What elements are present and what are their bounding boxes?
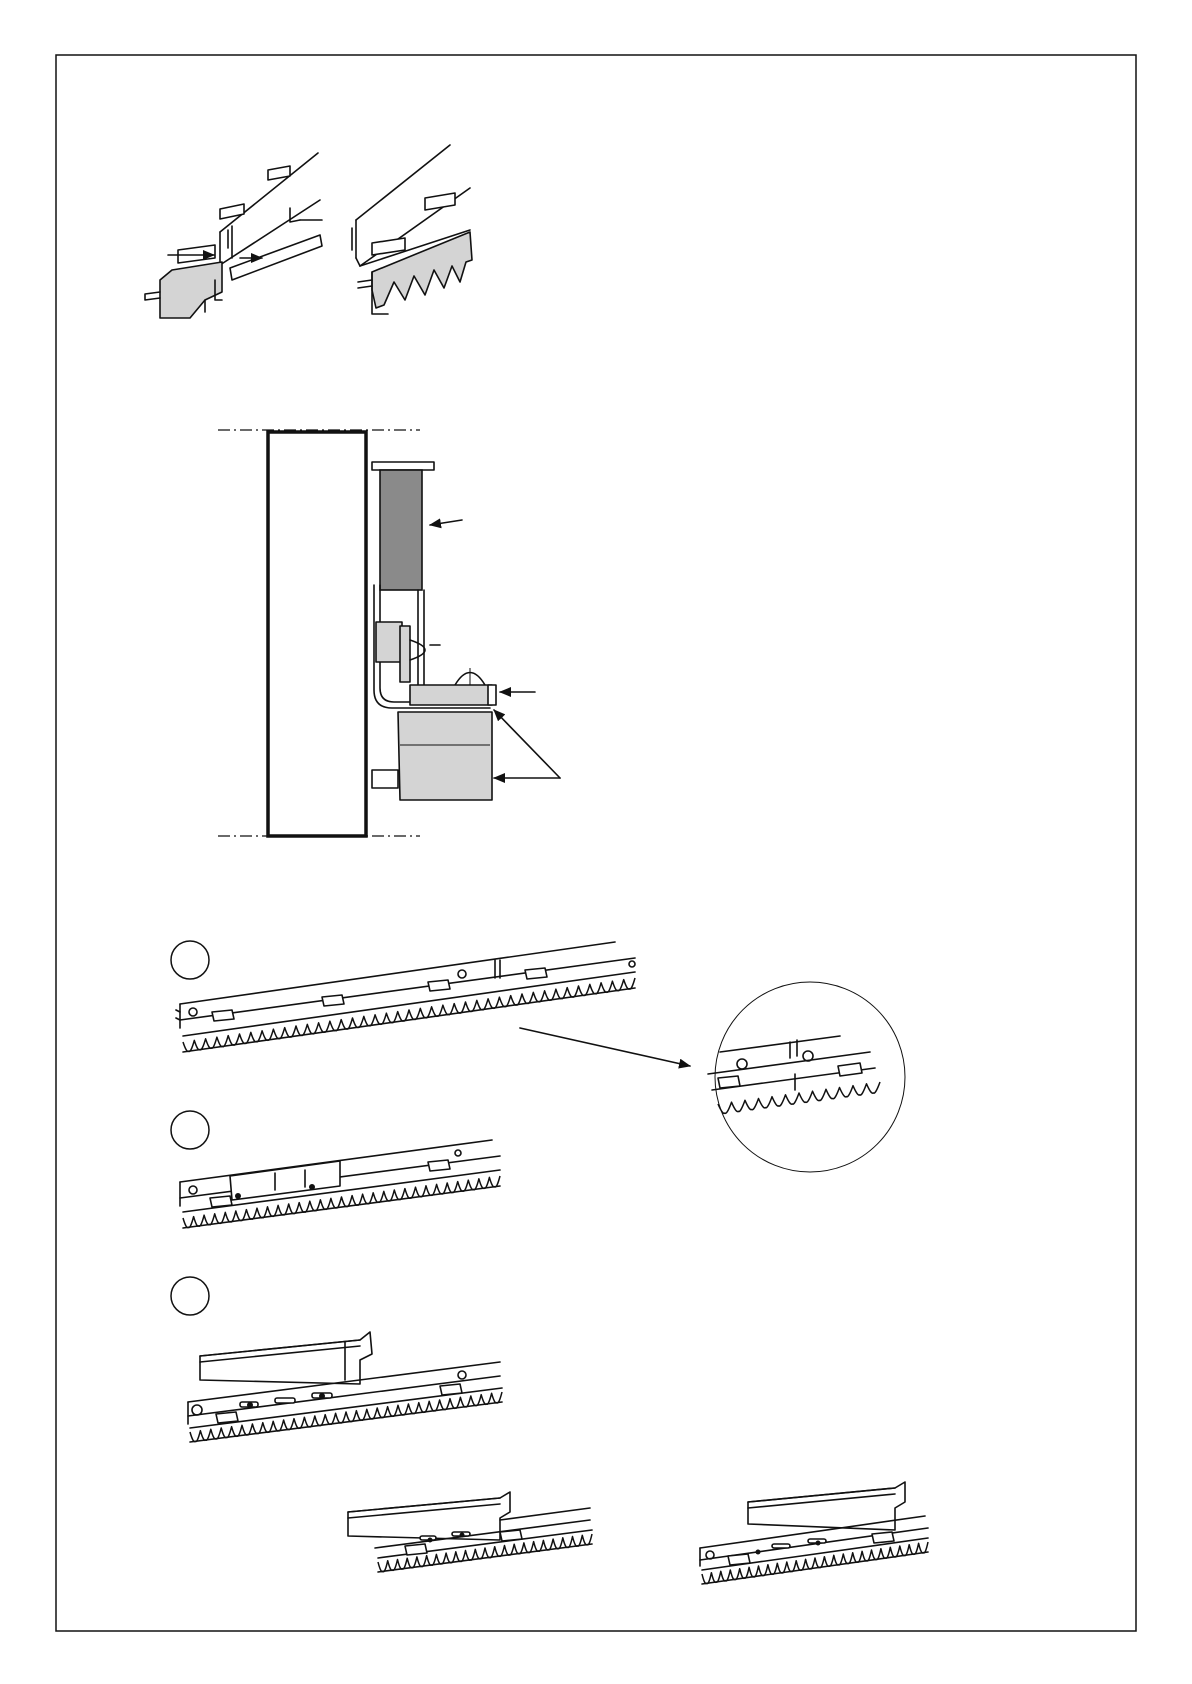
gate-section-drawing <box>218 430 560 836</box>
step-1 <box>171 941 635 1052</box>
cover-variant-right <box>700 1482 928 1584</box>
rack-clip-detail-right <box>352 145 472 314</box>
step-3-marker <box>171 1277 209 1315</box>
step-2 <box>171 1111 500 1228</box>
rack-clip-detail-left <box>145 153 322 318</box>
step-3 <box>171 1277 502 1442</box>
step-1-marker <box>171 941 209 979</box>
step-2-marker <box>171 1111 209 1149</box>
zoom-detail <box>520 982 905 1172</box>
cover-variant-left <box>348 1492 592 1572</box>
